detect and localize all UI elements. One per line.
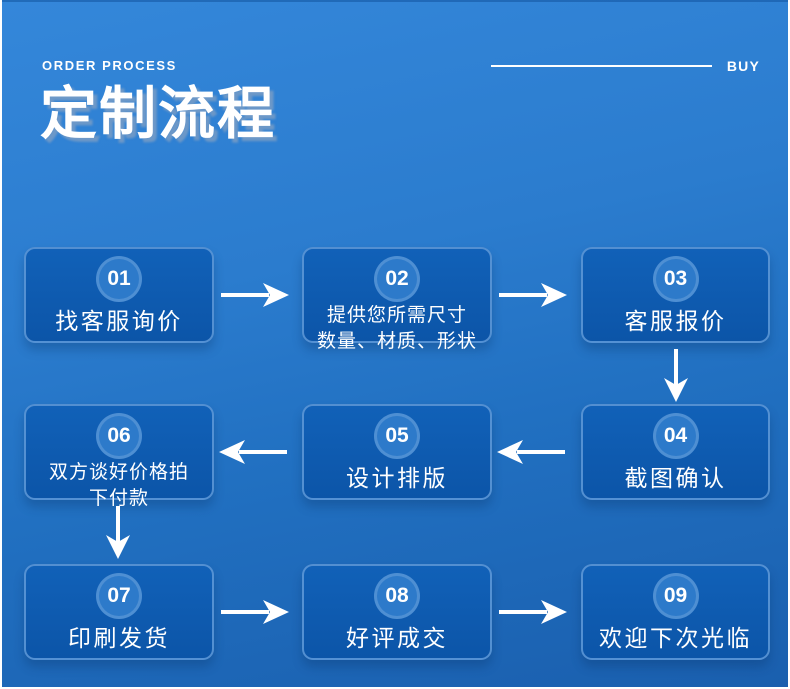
step-number: 03 [663, 267, 688, 290]
step-number-badge: 08 [374, 573, 420, 619]
step-number-badge: 02 [374, 256, 420, 302]
step-label: 好评成交 [346, 625, 448, 651]
step-box-01: 01 找客服询价 [24, 247, 214, 343]
arrow-down-icon [104, 504, 132, 559]
step-number-badge: 09 [652, 573, 699, 619]
step-label: 提供您所需尺寸 数量、材质、形状 [316, 305, 477, 352]
step-box-04: 04 截图确认 [581, 404, 770, 500]
step-box-06: 06 双方谈好价格拍 下付款 [24, 404, 214, 509]
step-number: 04 [663, 424, 688, 447]
step-number: 06 [107, 424, 131, 447]
step-number: 01 [107, 267, 131, 290]
step-box-03: 03 客服报价 [581, 247, 770, 343]
step-label: 欢迎下次光临 [599, 625, 752, 651]
step-number-badge: 06 [96, 413, 142, 459]
step-label: 设计排版 [346, 465, 448, 491]
arrow-right-icon [219, 281, 289, 309]
arrow-down-icon [662, 347, 690, 402]
header-divider-line [491, 65, 712, 67]
step-number-badge: 03 [652, 256, 699, 302]
step-label: 客服报价 [624, 308, 727, 334]
step-number: 08 [385, 584, 409, 607]
arrow-right-icon [497, 598, 567, 626]
buy-label[interactable]: BUY [726, 58, 760, 74]
arrow-right-icon [219, 598, 289, 626]
step-number: 05 [385, 424, 409, 447]
step-box-09: 09 欢迎下次光临 [581, 564, 770, 660]
step-number: 09 [663, 584, 688, 607]
step-number: 07 [107, 584, 131, 607]
eyebrow-text: ORDER PROCESS [42, 58, 177, 73]
step-box-08: 08 好评成交 [302, 564, 492, 660]
step-box-07: 07 印刷发货 [24, 564, 214, 660]
step-number-badge: 07 [96, 573, 142, 619]
arrow-right-icon [497, 281, 567, 309]
page-title: 定制流程 [40, 82, 276, 146]
step-box-05: 05 设计排版 [302, 404, 492, 500]
step-number-badge: 01 [96, 256, 142, 302]
step-label: 印刷发货 [68, 625, 170, 651]
arrow-left-icon [219, 438, 289, 466]
step-number-badge: 04 [652, 413, 699, 459]
step-label: 截图确认 [624, 465, 727, 491]
step-box-02: 02 提供您所需尺寸 数量、材质、形状 [302, 247, 492, 352]
step-label: 双方谈好价格拍 下付款 [48, 462, 189, 509]
step-number: 02 [385, 267, 409, 290]
step-label: 找客服询价 [55, 308, 183, 334]
step-number-badge: 05 [374, 413, 420, 459]
arrow-left-icon [497, 438, 567, 466]
